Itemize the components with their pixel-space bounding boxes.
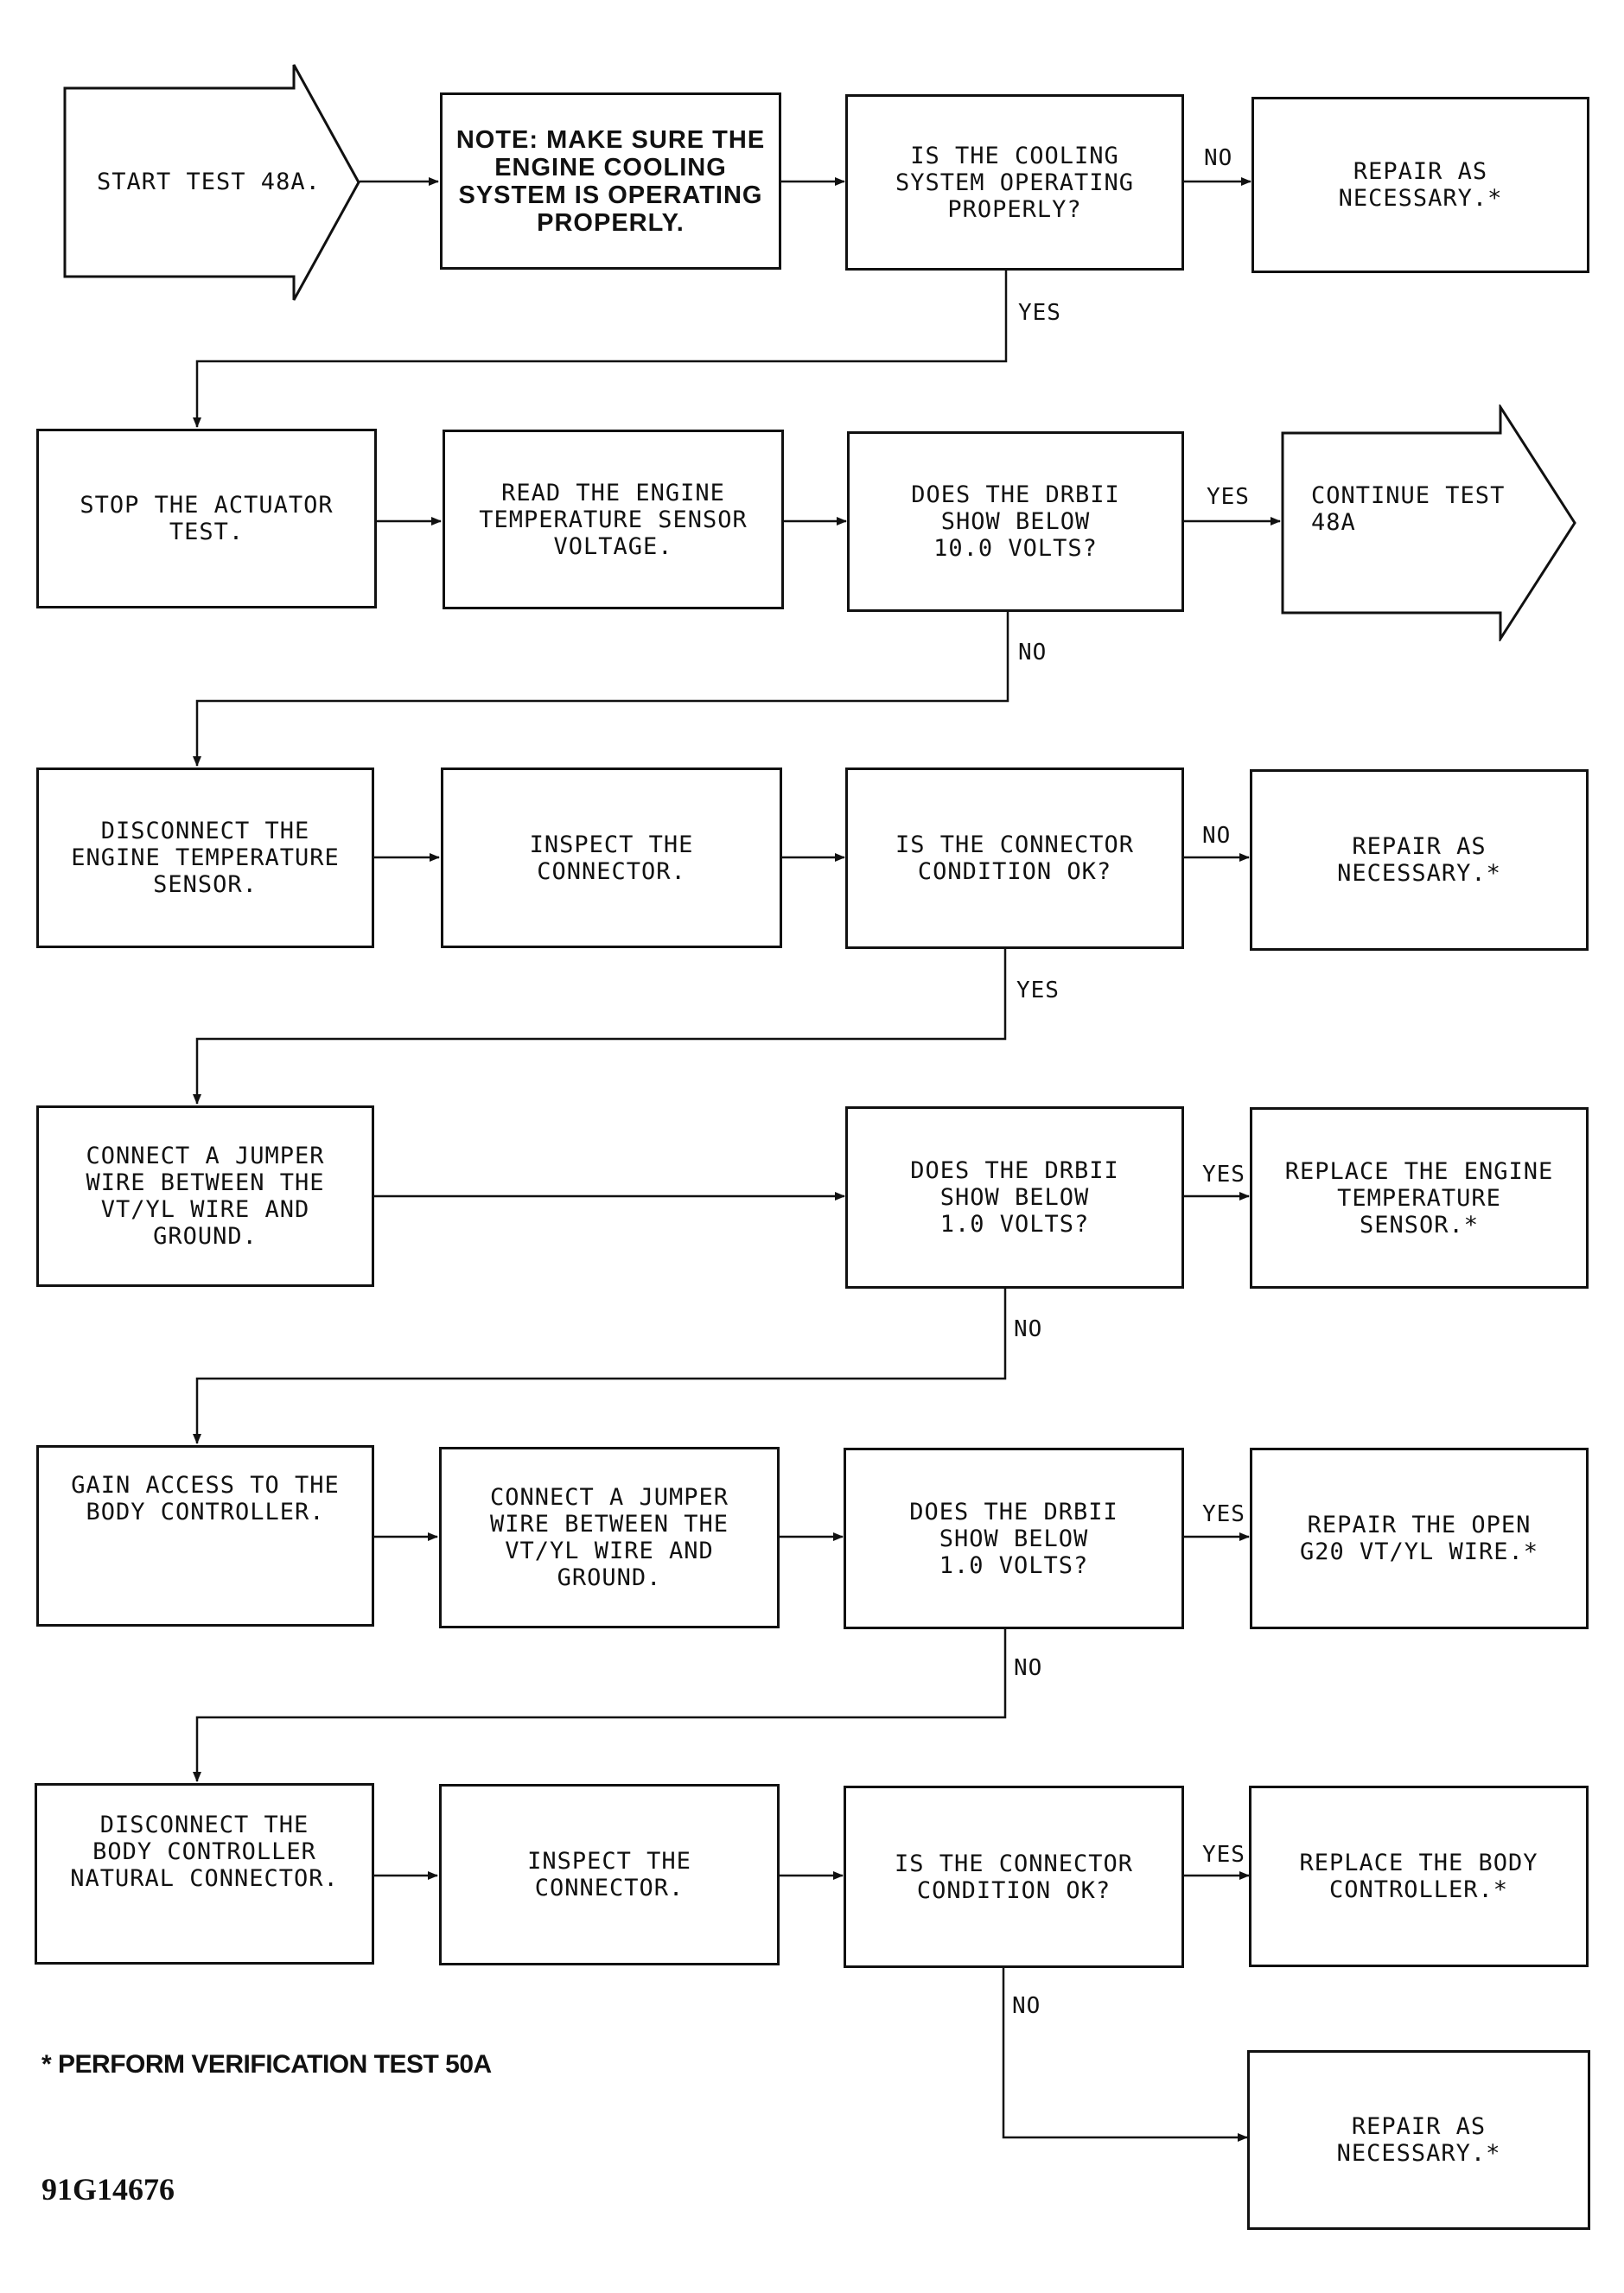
read-voltage-text: READ THE ENGINE TEMPERATURE SENSOR VOLTA… <box>479 479 748 560</box>
below-1-question-text-b: DOES THE DRBII SHOW BELOW 1.0 VOLTS? <box>909 1498 1118 1579</box>
disconnect-sensor-box: DISCONNECT THE ENGINE TEMPERATURE SENSOR… <box>36 768 374 948</box>
stop-actuator-box: STOP THE ACTUATOR TEST. <box>36 429 377 608</box>
repair-open-text: REPAIR THE OPEN G20 VT/YL WIRE.* <box>1299 1512 1539 1565</box>
label-yes-1: YES <box>1018 300 1061 326</box>
gain-access-text: GAIN ACCESS TO THE BODY CONTROLLER. <box>71 1472 340 1525</box>
label-yes-4: YES <box>1202 1162 1245 1188</box>
below-1-question-box-a: DOES THE DRBII SHOW BELOW 1.0 VOLTS? <box>845 1106 1184 1289</box>
footnote: * PERFORM VERIFICATION TEST 50A <box>41 2050 492 2079</box>
continue-arrow-text: CONTINUE TEST 48A <box>1311 482 1506 536</box>
repair-box-1: REPAIR AS NECESSARY.* <box>1251 97 1589 273</box>
repair-text-1: REPAIR AS NECESSARY.* <box>1338 158 1503 212</box>
repair-text-3: REPAIR AS NECESSARY.* <box>1337 833 1501 887</box>
disconnect-sensor-text: DISCONNECT THE ENGINE TEMPERATURE SENSOR… <box>71 818 340 898</box>
gain-access-box: GAIN ACCESS TO THE BODY CONTROLLER. <box>36 1445 374 1627</box>
replace-sensor-box: REPLACE THE ENGINE TEMPERATURE SENSOR.* <box>1250 1107 1589 1289</box>
replace-bc-box: REPLACE THE BODY CONTROLLER.* <box>1249 1786 1589 1967</box>
note-box: NOTE: MAKE SURE THE ENGINE COOLING SYSTE… <box>440 92 781 270</box>
repair-box-3: REPAIR AS NECESSARY.* <box>1250 769 1589 951</box>
inspect-connector-box-1: INSPECT THE CONNECTOR. <box>441 768 782 948</box>
connector-question-text-1: IS THE CONNECTOR CONDITION OK? <box>895 831 1135 885</box>
label-no-6: NO <box>1012 1993 1041 2019</box>
below-10-question-text: DOES THE DRBII SHOW BELOW 10.0 VOLTS? <box>911 481 1120 562</box>
below-10-question-box: DOES THE DRBII SHOW BELOW 10.0 VOLTS? <box>847 431 1184 612</box>
inspect-connector-text-1: INSPECT THE CONNECTOR. <box>529 831 694 885</box>
repair-box-7: REPAIR AS NECESSARY.* <box>1247 2050 1590 2230</box>
inspect-connector-text-2: INSPECT THE CONNECTOR. <box>527 1848 691 1901</box>
figure-id: 91G14676 <box>41 2172 175 2207</box>
start-arrow-text: START TEST 48A. <box>97 169 321 195</box>
inspect-connector-box-2: INSPECT THE CONNECTOR. <box>439 1784 780 1965</box>
jumper-text-1: CONNECT A JUMPER WIRE BETWEEN THE VT/YL … <box>86 1143 325 1250</box>
continue-arrow-shape <box>1281 404 1576 641</box>
disconnect-bc-text: DISCONNECT THE BODY CONTROLLER NATURAL C… <box>70 1812 339 1892</box>
jumper-box-2: CONNECT A JUMPER WIRE BETWEEN THE VT/YL … <box>439 1447 780 1628</box>
label-no-5: NO <box>1014 1655 1043 1681</box>
replace-bc-text: REPLACE THE BODY CONTROLLER.* <box>1299 1850 1538 1903</box>
repair-text-7: REPAIR AS NECESSARY.* <box>1336 2113 1501 2167</box>
label-yes-2: YES <box>1207 484 1250 510</box>
label-yes-6: YES <box>1202 1842 1245 1868</box>
below-1-question-text-a: DOES THE DRBII SHOW BELOW 1.0 VOLTS? <box>910 1157 1119 1238</box>
disconnect-bc-box: DISCONNECT THE BODY CONTROLLER NATURAL C… <box>35 1783 374 1965</box>
label-no-4: NO <box>1014 1316 1043 1342</box>
label-no-1: NO <box>1204 145 1233 171</box>
start-arrow: START TEST 48A. <box>62 62 361 303</box>
stop-actuator-text: STOP THE ACTUATOR TEST. <box>80 492 334 545</box>
below-1-question-box-b: DOES THE DRBII SHOW BELOW 1.0 VOLTS? <box>844 1448 1184 1629</box>
read-voltage-box: READ THE ENGINE TEMPERATURE SENSOR VOLTA… <box>443 430 784 609</box>
jumper-box-1: CONNECT A JUMPER WIRE BETWEEN THE VT/YL … <box>36 1105 374 1287</box>
connector-question-box-1: IS THE CONNECTOR CONDITION OK? <box>845 768 1184 949</box>
label-yes-3: YES <box>1016 978 1060 1003</box>
connector-question-text-2: IS THE CONNECTOR CONDITION OK? <box>894 1850 1134 1904</box>
start-arrow-shape <box>63 64 360 301</box>
replace-sensor-text: REPLACE THE ENGINE TEMPERATURE SENSOR.* <box>1284 1157 1554 1239</box>
cooling-question-text: IS THE COOLING SYSTEM OPERATING PROPERLY… <box>895 142 1135 223</box>
connector-question-box-2: IS THE CONNECTOR CONDITION OK? <box>844 1786 1184 1968</box>
note-text: NOTE: MAKE SURE THE ENGINE COOLING SYSTE… <box>455 125 766 237</box>
label-yes-5: YES <box>1202 1501 1245 1527</box>
cooling-question-box: IS THE COOLING SYSTEM OPERATING PROPERLY… <box>845 94 1184 271</box>
repair-open-box: REPAIR THE OPEN G20 VT/YL WIRE.* <box>1250 1448 1589 1629</box>
continue-arrow: CONTINUE TEST 48A <box>1280 404 1577 641</box>
jumper-text-2: CONNECT A JUMPER WIRE BETWEEN THE VT/YL … <box>489 1484 729 1591</box>
label-no-3: NO <box>1202 823 1232 849</box>
label-no-2: NO <box>1018 640 1048 666</box>
